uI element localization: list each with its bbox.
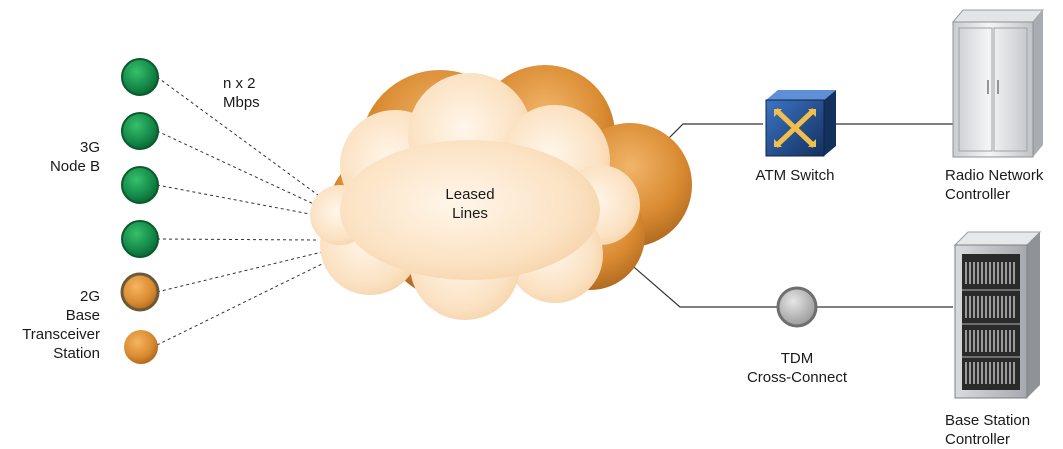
cloud-label: Leased Lines xyxy=(430,185,510,223)
node-b-label-line-2: Node B xyxy=(49,158,100,175)
bts-2[interactable] xyxy=(124,330,158,364)
node-b-3[interactable] xyxy=(121,166,159,204)
link-cloud-tdm xyxy=(619,254,777,308)
bts-label-line-3: Transceiver xyxy=(22,326,100,343)
bts-label-line-2: Base xyxy=(65,307,100,324)
node-b-4[interactable] xyxy=(121,220,159,258)
tdm-label: TDM Cross-Connect xyxy=(737,349,857,387)
node-b-label-line-1: 3G xyxy=(79,139,100,156)
link-node-b-2 xyxy=(156,130,319,207)
node-b-1[interactable] xyxy=(121,58,159,96)
bsc-label: Base Station Controller xyxy=(945,411,1030,449)
tdm-cross-connect-icon[interactable] xyxy=(776,286,818,328)
atm-switch-label: ATM Switch xyxy=(745,166,845,185)
tdm-label-line-1: TDM xyxy=(780,350,814,367)
rnc-label-line-1: Radio Network xyxy=(945,167,1044,184)
bandwidth-label-line-1: n x 2 xyxy=(223,75,256,92)
bts-label: 2G Base Transceiver Station xyxy=(22,287,100,363)
link-node-b-4 xyxy=(156,238,319,241)
atm-switch-label-text: ATM Switch xyxy=(755,167,835,184)
rnc-cabinet-icon[interactable] xyxy=(951,9,1045,158)
bsc-label-line-1: Base Station xyxy=(945,412,1031,429)
bts-1[interactable] xyxy=(120,272,160,312)
link-node-b-1 xyxy=(156,76,323,199)
node-b-label: 3G Node B xyxy=(50,138,100,176)
cloud-label-line-2: Lines xyxy=(452,205,488,222)
bandwidth-label-line-2: Mbps xyxy=(223,94,260,111)
bandwidth-label: n x 2 Mbps xyxy=(223,74,260,112)
bts-stations xyxy=(120,272,160,364)
rnc-label: Radio Network Controller xyxy=(945,166,1043,204)
tdm-label-line-2: Cross-Connect xyxy=(746,369,848,386)
rnc-label-line-2: Controller xyxy=(945,186,1011,203)
node-b-2[interactable] xyxy=(121,112,159,150)
bsc-rack-icon[interactable] xyxy=(953,231,1042,399)
link-bts-2 xyxy=(156,261,327,346)
bsc-label-line-2: Controller xyxy=(945,431,1011,448)
cloud-label-line-1: Leased xyxy=(445,186,495,203)
link-node-b-3 xyxy=(156,184,316,216)
dashed-links xyxy=(156,76,327,346)
cloud-front xyxy=(310,73,640,320)
bts-label-line-4: Station xyxy=(53,345,100,362)
atm-switch-icon[interactable] xyxy=(765,90,836,157)
link-bts-1 xyxy=(156,251,323,293)
node-b-stations xyxy=(121,58,159,258)
bts-label-line-1: 2G xyxy=(79,288,100,305)
